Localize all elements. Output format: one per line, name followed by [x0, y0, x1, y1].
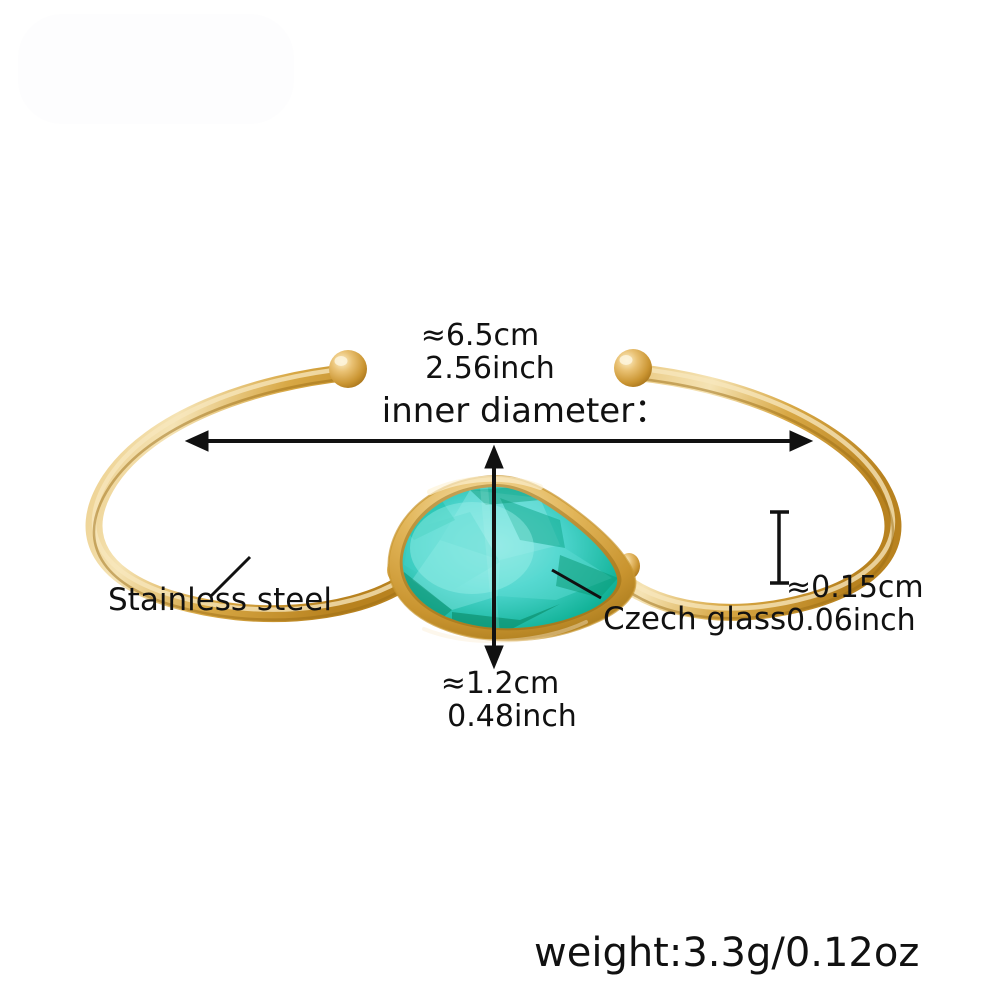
inner-diameter-cm-label: ≈6.5cm	[420, 318, 540, 353]
band-thickness-inch-label: 0.06inch	[786, 603, 916, 638]
ball-terminal-right	[614, 349, 652, 387]
stone-height-inch-label: 0.48inch	[447, 699, 577, 734]
inner-diameter-dimension-arrow	[184, 430, 814, 452]
weight-label: weight:3.3g/0.12oz	[534, 930, 920, 976]
gemstone-facets	[402, 487, 618, 629]
ball-terminal-left	[329, 350, 367, 388]
stone-height-cm-label: ≈1.2cm	[440, 666, 560, 701]
background-watermark	[18, 14, 294, 124]
stainless-steel-leader-line	[208, 555, 252, 599]
stainless-steel-label: Stainless steel	[108, 582, 332, 618]
czech-glass-label: Czech glass	[603, 601, 787, 637]
bangle-band	[85, 363, 902, 623]
stone-height-dimension-arrow	[484, 444, 504, 670]
inner-diameter-inch-label: 2.56inch	[425, 351, 555, 386]
czech-glass-leader-line	[551, 568, 602, 600]
inner-diameter-title: inner diameter：	[381, 391, 669, 431]
gemstone-setting	[387, 474, 637, 644]
band-thickness-dimension-bar	[770, 510, 789, 585]
band-thickness-cm-label: ≈0.15cm	[786, 570, 924, 605]
